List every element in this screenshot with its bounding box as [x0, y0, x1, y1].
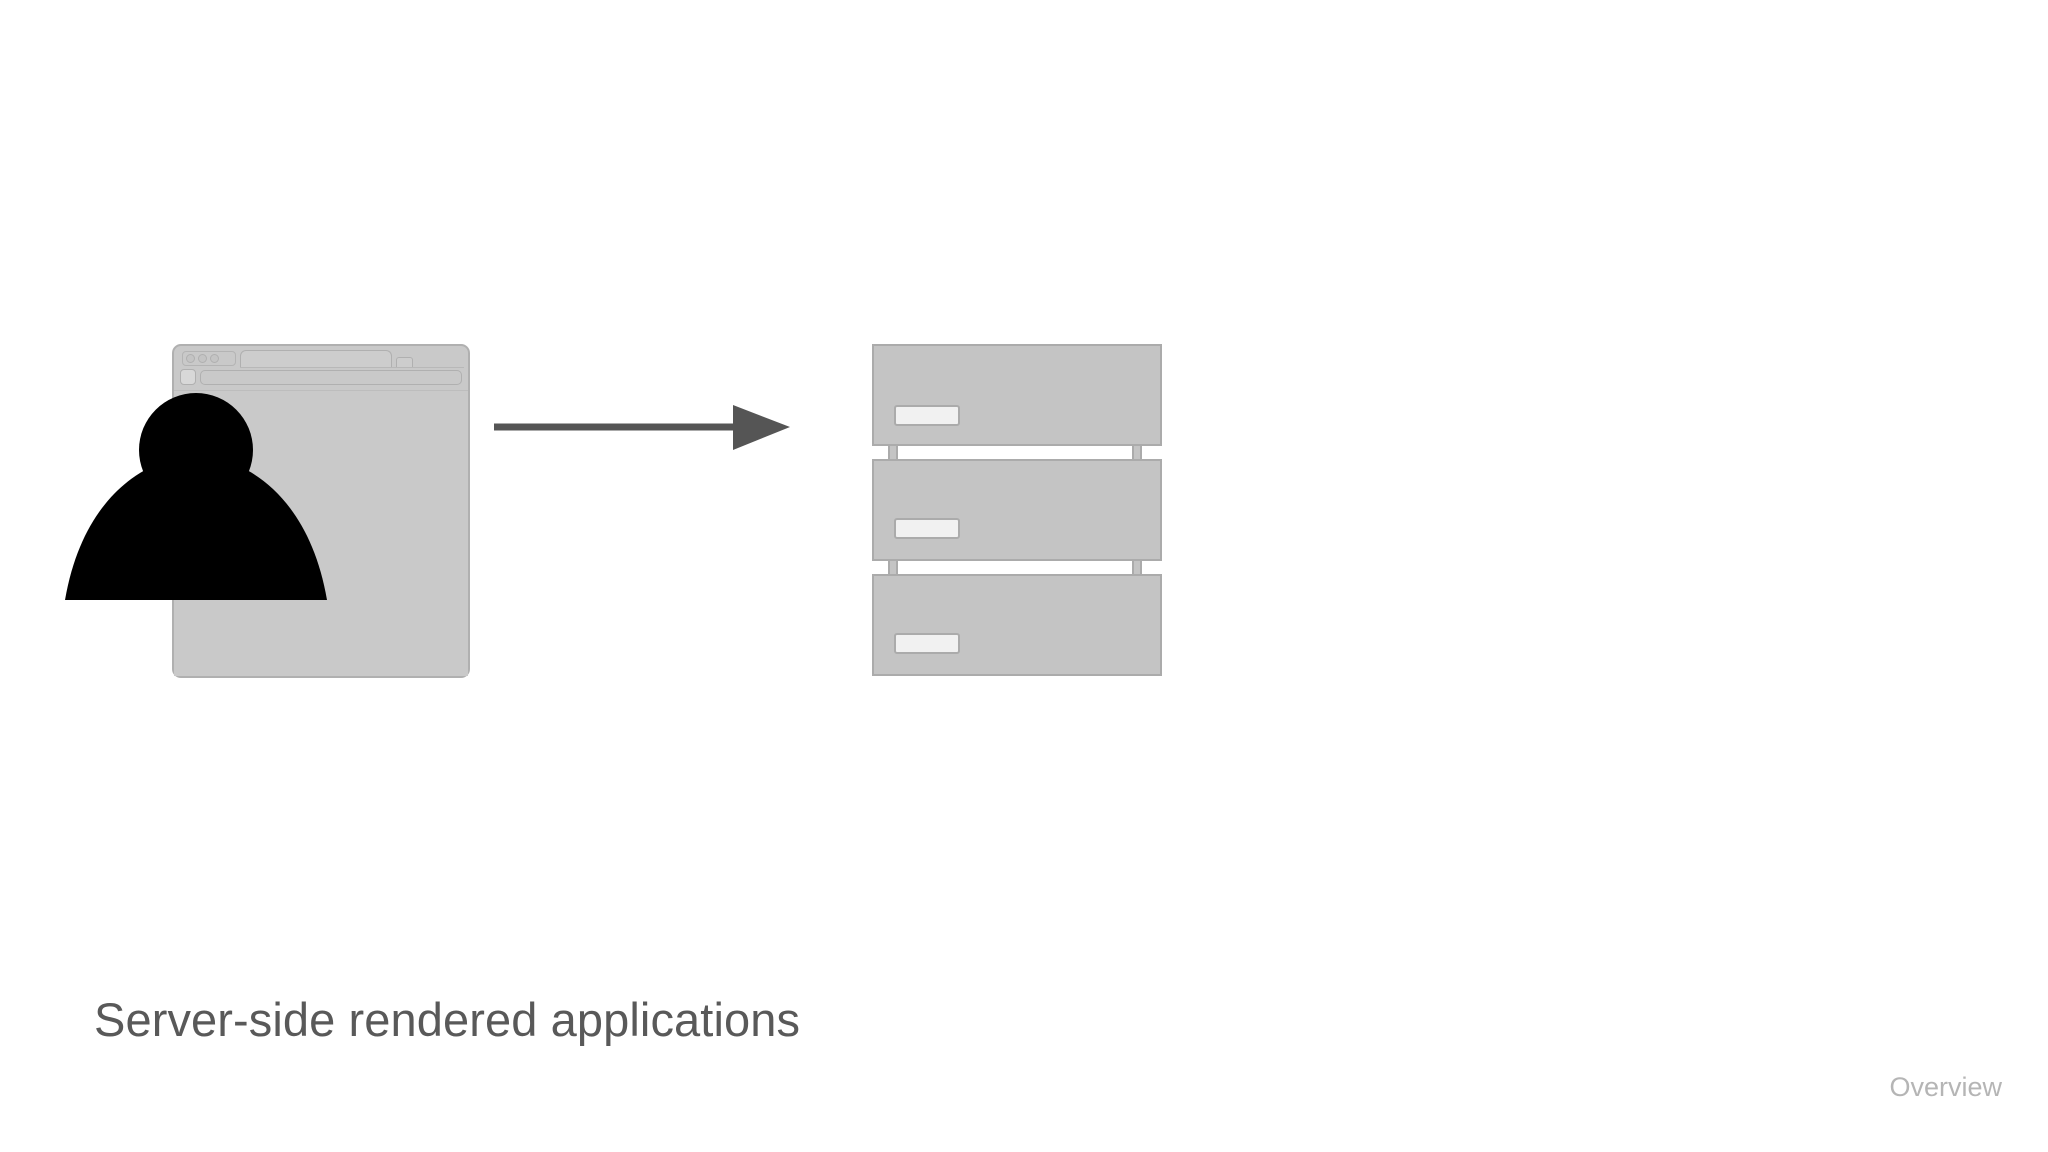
- browser-tab: [240, 350, 392, 368]
- server-leg: [888, 559, 898, 576]
- server-unit: [872, 574, 1162, 676]
- client-group: [60, 330, 490, 800]
- arrow-head: [733, 405, 790, 450]
- traffic-lights-group: [182, 351, 236, 366]
- browser-chrome: [174, 346, 468, 390]
- browser-window-icon: [172, 344, 470, 678]
- architecture-diagram: [60, 330, 1170, 800]
- address-bar: [200, 370, 462, 385]
- back-nav-icon: [180, 369, 196, 385]
- browser-tab-strip: [240, 350, 464, 368]
- server-status-indicator: [894, 405, 960, 426]
- new-tab-button-icon: [396, 357, 413, 368]
- server-leg: [1132, 444, 1142, 461]
- close-dot-icon: [186, 354, 195, 363]
- browser-viewport: [174, 390, 468, 676]
- server-unit: [872, 344, 1162, 446]
- tab-strip-divider: [240, 366, 464, 368]
- server-status-indicator: [894, 518, 960, 539]
- browser-address-row: [180, 369, 462, 386]
- minimize-dot-icon: [198, 354, 207, 363]
- arrow-right-icon: [494, 405, 790, 450]
- server-unit: [872, 459, 1162, 561]
- server-stack-icon: [870, 340, 1170, 680]
- server-leg: [1132, 559, 1142, 576]
- maximize-dot-icon: [210, 354, 219, 363]
- slide-footer-label: Overview: [1889, 1072, 2002, 1102]
- server-status-indicator: [894, 633, 960, 654]
- slide-title: Server-side rendered applications: [94, 993, 801, 1046]
- server-leg: [888, 444, 898, 461]
